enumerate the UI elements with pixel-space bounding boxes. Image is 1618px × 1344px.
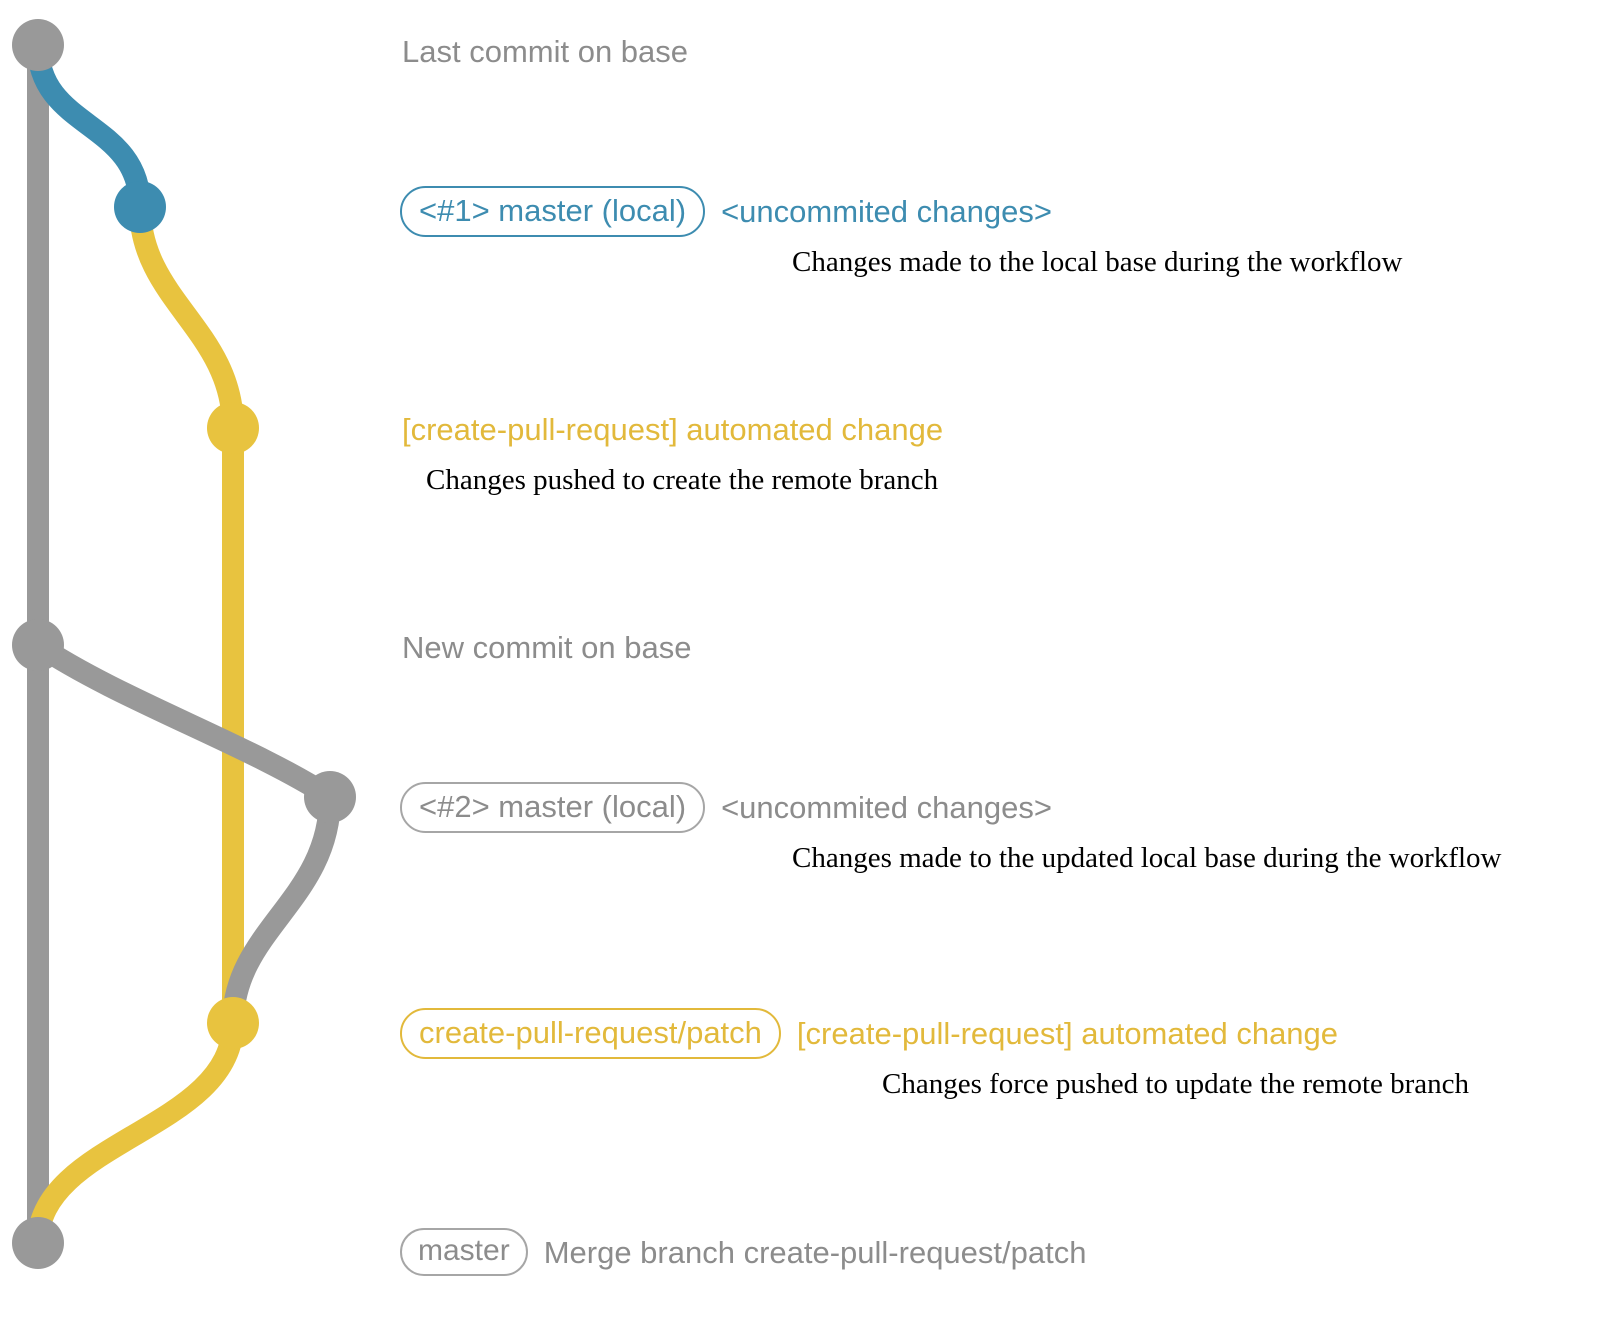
commit-message-new-commit: New commit on base [402, 630, 692, 665]
annotation-description-master-local-1: Changes made to the local base during th… [792, 246, 1403, 278]
branch-label-master-local-2[interactable]: <#2> master (local) [400, 782, 706, 833]
branch-label-create-pull-request-patch[interactable]: create-pull-request/patch [400, 1008, 781, 1059]
commit-node-remote-branch-force-push[interactable] [207, 997, 259, 1049]
commit-message-master-local-2: <uncommited changes> [721, 790, 1052, 825]
annotation-description-automated-change-1: Changes pushed to create the remote bran… [426, 464, 939, 496]
annotation-head: <#1> master (local) <uncommited changes> [400, 186, 1052, 237]
commit-node-master-local-2[interactable] [304, 771, 356, 823]
commit-node-new-commit-on-base[interactable] [12, 619, 64, 671]
annotation-row-automated-change-2: create-pull-request/patch [create-pull-r… [400, 1008, 1469, 1099]
commit-node-remote-branch-create[interactable] [207, 402, 259, 454]
commit-message-automated-change-1: [create-pull-request] automated change [402, 412, 944, 447]
local-branch-1-line [27, 44, 151, 208]
annotation-row-automated-change-1: [create-pull-request] automated change C… [402, 414, 943, 495]
annotation-row-new-commit: New commit on base [402, 632, 691, 663]
local-branch-2-line [31, 635, 336, 807]
force-push-line [222, 796, 341, 1024]
annotation-row-merge: master Merge branch create-pull-request/… [400, 1228, 1086, 1276]
commit-message-merge: Merge branch create-pull-request/patch [543, 1234, 1087, 1270]
annotation-head: create-pull-request/patch [create-pull-r… [400, 1008, 1338, 1059]
commit-message-automated-change-2: [create-pull-request] automated change [796, 1016, 1339, 1051]
commit-node-last-commit-on-base[interactable] [12, 19, 64, 71]
annotation-row-master-local-2: <#2> master (local) <uncommited changes>… [400, 782, 1502, 873]
annotation-head: master Merge branch create-pull-request/… [400, 1228, 1086, 1276]
annotation-column: Last commit on base <#1> master (local) … [396, 0, 1618, 1344]
branch-label-master-local-1[interactable]: <#1> master (local) [400, 186, 706, 237]
git-graph [12, 19, 356, 1269]
annotation-row-master-local-1: <#1> master (local) <uncommited changes>… [400, 186, 1402, 277]
branch-label-master[interactable]: master [400, 1228, 528, 1276]
commit-message-master-local-1: <uncommited changes> [721, 194, 1052, 229]
annotation-row-last-commit: Last commit on base [402, 36, 688, 67]
merge-line [27, 1022, 244, 1244]
commit-message-last-commit: Last commit on base [402, 34, 689, 69]
commit-node-master-local-1[interactable] [114, 181, 166, 233]
annotation-head: [create-pull-request] automated change [402, 414, 943, 445]
annotation-head: Last commit on base [402, 36, 688, 67]
commit-node-merge-commit[interactable] [12, 1217, 64, 1269]
remote-branch-create-line [129, 206, 244, 429]
annotation-description-automated-change-2: Changes force pushed to update the remot… [882, 1068, 1470, 1100]
annotation-description-master-local-2: Changes made to the updated local base d… [792, 842, 1502, 874]
annotation-head: <#2> master (local) <uncommited changes> [400, 782, 1052, 833]
annotation-head: New commit on base [402, 632, 691, 663]
